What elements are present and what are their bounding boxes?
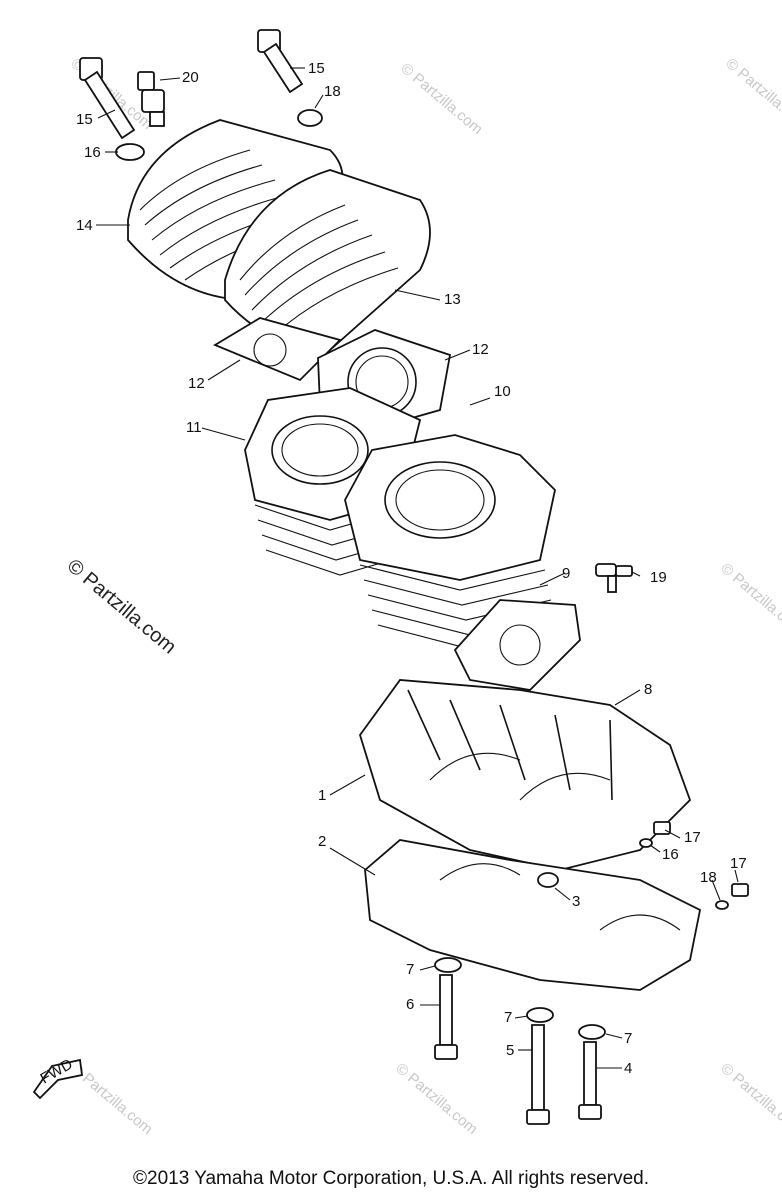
crankcase-bolt-6: [434, 957, 462, 1060]
watermark-prominent: © Partzilla.com: [63, 555, 180, 658]
copyright-notice: ©2013 Yamaha Motor Corporation, U.S.A. A…: [133, 1168, 649, 1189]
forward-direction-arrow: FWD: [32, 1056, 84, 1100]
callout-12-right: 12: [472, 341, 489, 358]
callout-14: 14: [76, 217, 93, 234]
watermark-text: © Partzilla.com: [722, 55, 782, 133]
callout-17-right: 17: [730, 855, 747, 872]
callout-7-mid: 7: [504, 1009, 512, 1026]
callout-7-left: 7: [406, 961, 414, 978]
head-bolt-left: [79, 57, 136, 140]
callouts: 20 15 15 18 16 14 13 12 12 10 11 9 19 8 …: [76, 60, 747, 1077]
callout-4: 4: [624, 1060, 632, 1077]
callout-19: 19: [650, 569, 667, 586]
callout-9: 9: [562, 565, 570, 582]
crankcase-lower: [364, 839, 702, 991]
callout-8: 8: [644, 681, 652, 698]
callout-2: 2: [318, 833, 326, 850]
callout-1: 1: [318, 787, 326, 804]
callout-13: 13: [444, 291, 461, 308]
crankcase-bolt-5: [526, 1007, 554, 1125]
callout-11: 11: [186, 419, 202, 436]
watermark-text: © Partzilla.com: [717, 560, 782, 638]
callout-16: 16: [84, 144, 101, 161]
watermark-text: © Partzilla.com: [397, 60, 485, 138]
callout-12-left: 12: [188, 375, 205, 392]
callout-20: 20: [182, 69, 199, 86]
callout-18-top: 18: [324, 83, 341, 100]
head-gasket-left: [213, 317, 342, 382]
callout-6: 6: [406, 996, 414, 1013]
washer-18: [297, 109, 323, 127]
callout-3: 3: [572, 893, 580, 910]
leader-lines: [96, 67, 739, 1069]
callout-10: 10: [494, 383, 511, 400]
cylinder-right: [344, 434, 557, 651]
spark-plug: [137, 71, 165, 127]
base-gasket: [453, 599, 581, 691]
callout-5: 5: [506, 1042, 514, 1059]
crankcase-bolt-4: [578, 1024, 606, 1120]
callout-16-mid: 16: [662, 846, 679, 863]
watermark-text: © Partzilla.com: [392, 1060, 480, 1138]
fwd-label: FWD: [38, 1056, 76, 1088]
dowel-pin: [537, 872, 559, 888]
watermark-text: © Partzilla.com: [717, 1060, 782, 1138]
callout-15-left: 15: [76, 111, 93, 128]
callout-17-mid: 17: [684, 829, 701, 846]
callout-18-right: 18: [700, 869, 717, 886]
callout-7-right: 7: [624, 1030, 632, 1047]
drain-bolt-right: [715, 883, 749, 910]
oil-fitting: [595, 563, 633, 593]
callout-15-right: 15: [308, 60, 325, 77]
washer-16: [115, 143, 145, 161]
crankcase-upper: [359, 679, 692, 871]
head-bolt-right: [257, 29, 304, 94]
